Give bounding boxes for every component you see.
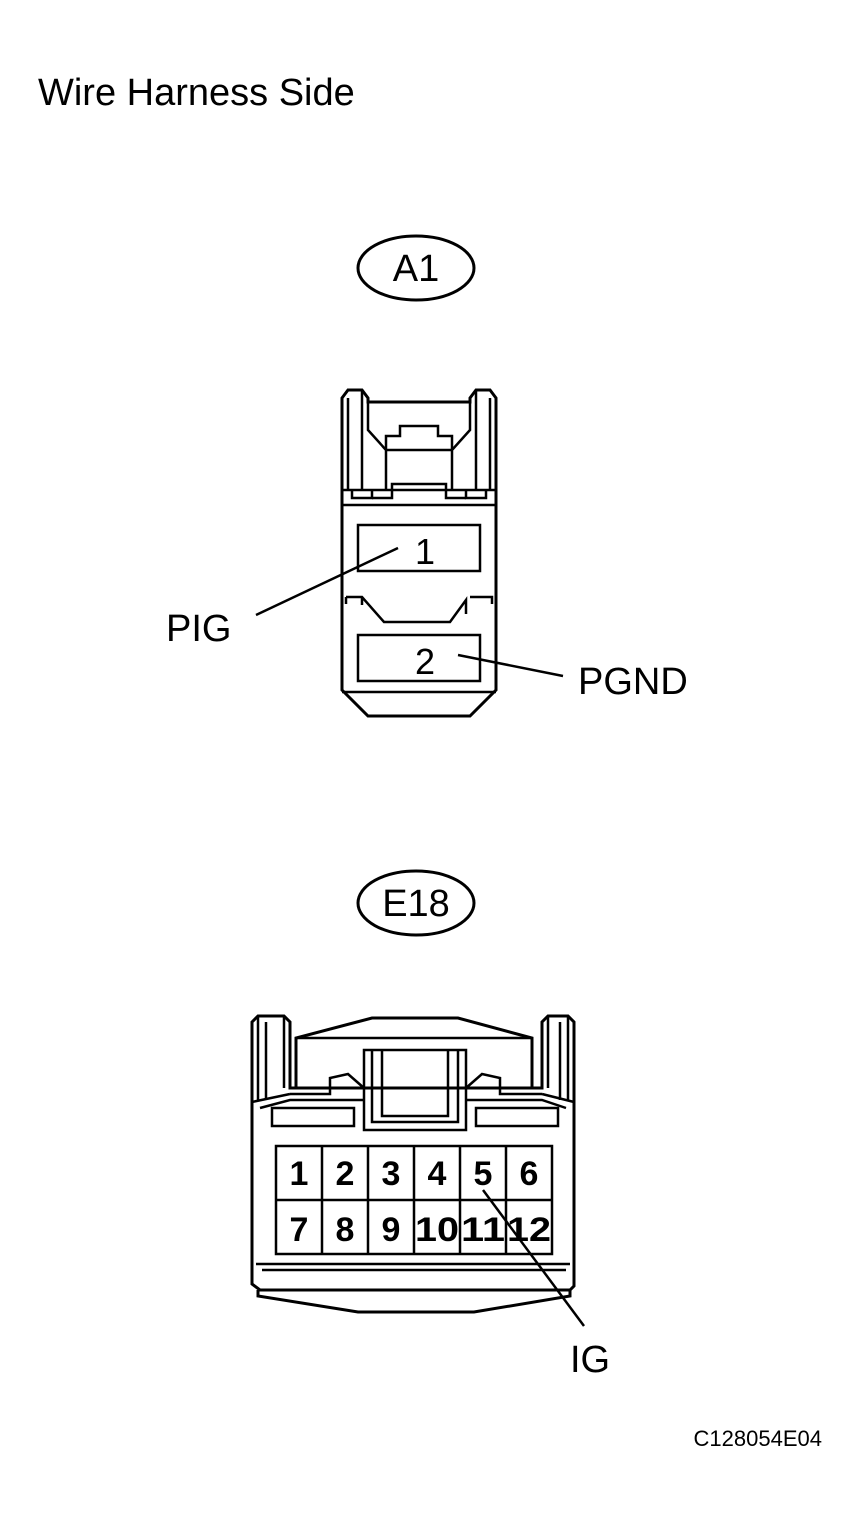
signal-label-pgnd: PGND [578,661,688,703]
connector-e18-id: E18 [382,883,450,925]
e18-pin: 12 [507,1211,551,1249]
e18-pin: 9 [382,1211,401,1249]
signal-label-ig: IG [570,1339,610,1381]
connector-a1-id: A1 [393,248,439,290]
pig-leader-line [255,546,399,617]
connector-e18-id-ellipse [356,869,476,937]
e18-pin: 4 [428,1155,447,1193]
e18-pin: 2 [336,1155,355,1193]
e18-pin: 7 [290,1211,309,1249]
e18-pin: 11 [461,1211,505,1249]
diagram-title: Wire Harness Side [38,72,355,114]
connector-a1-pin-2-cavity [356,633,482,683]
ig-leader-line [481,1189,586,1327]
connector-e18: E18 1 2 [250,869,610,1381]
connector-a1-id-ellipse [356,234,476,302]
connector-a1-pin-2: 2 [415,641,435,682]
signal-label-pig: PIG [166,608,231,650]
e18-pin: 8 [336,1211,355,1249]
figure-code: C128054E04 [694,1426,822,1451]
e18-pin: 3 [382,1155,401,1193]
connector-a1-pin-1-cavity [356,523,482,573]
e18-pin: 5 [474,1155,493,1193]
pgnd-leader-line [457,653,564,678]
e18-pin: 1 [290,1155,309,1193]
connector-a1: A1 1 2 PIG PGND [166,234,688,718]
e18-pin: 10 [415,1211,459,1249]
e18-pin: 6 [520,1155,539,1193]
connector-e18-pin-grid: 1 2 3 4 5 6 7 8 9 10 11 12 [274,1144,554,1256]
connector-a1-pin-1: 1 [415,531,435,572]
